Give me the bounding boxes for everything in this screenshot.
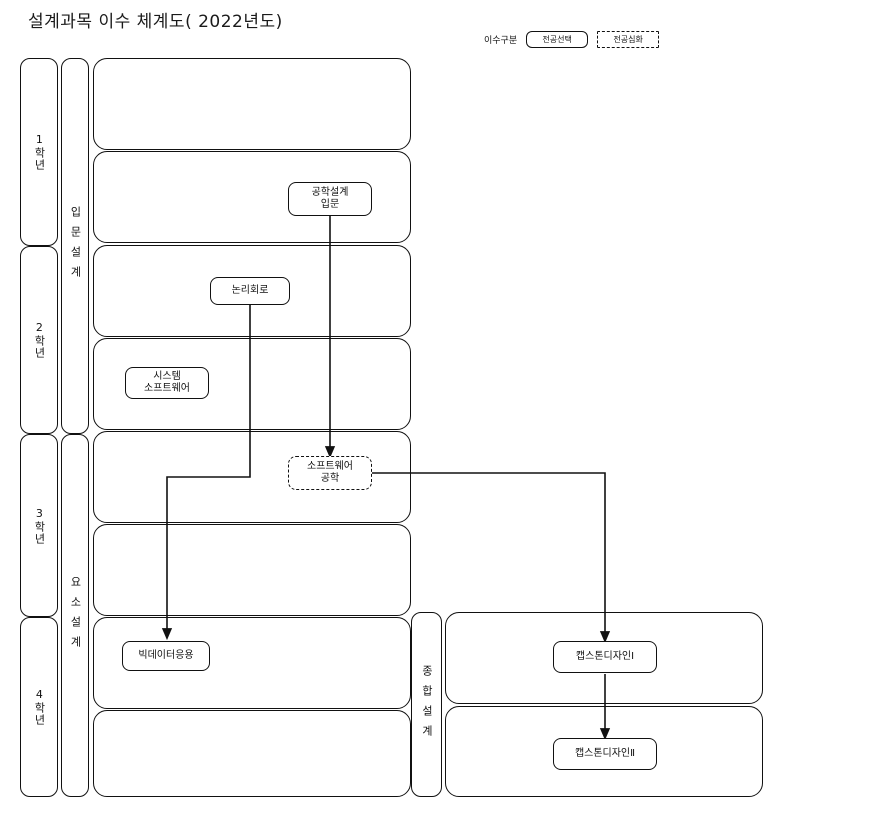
semester-row-6 <box>93 524 411 616</box>
year-label-3: 3학년 <box>32 506 46 545</box>
legend: 이수구분 전공선택 전공심화 <box>484 31 660 48</box>
year-cell-4: 4학년 <box>20 617 58 797</box>
stage-cell-element-design: 요소설계 <box>61 434 89 797</box>
course-node-engineering-design-introduction[interactable]: 공학설계 입문 <box>288 182 372 216</box>
course-node-bigdata-application[interactable]: 빅데이터응용 <box>122 641 210 671</box>
year-cell-2: 2학년 <box>20 246 58 434</box>
stage-label-introductory-design: 입문설계 <box>68 206 82 286</box>
stage-cell-comprehensive-design: 종합설계 <box>411 612 442 797</box>
semester-row-8 <box>93 710 411 797</box>
semester-row-3 <box>93 245 411 337</box>
stage-label-comprehensive-design: 종합설계 <box>420 664 434 745</box>
course-node-software-engineering[interactable]: 소프트웨어 공학 <box>288 456 372 490</box>
legend-chip-major-elective: 전공선택 <box>526 31 589 48</box>
semester-row-1 <box>93 58 411 150</box>
year-label-4: 4학년 <box>32 688 46 726</box>
year-label-2: 2학년 <box>32 321 46 359</box>
page-title: 설계과목 이수 체계도( 2022년도) <box>28 12 283 32</box>
semester-row-7 <box>93 617 411 709</box>
semester-row-2 <box>93 151 411 243</box>
legend-label: 이수구분 <box>484 36 518 46</box>
course-node-capstone-design-2[interactable]: 캡스톤디자인Ⅱ <box>553 738 657 770</box>
semester-row-8-comprehensive <box>445 706 763 797</box>
year-cell-1: 1학년 <box>20 58 58 246</box>
stage-cell-introductory-design: 입문설계 <box>61 58 89 434</box>
course-node-capstone-design-1[interactable]: 캡스톤디자인Ⅰ <box>553 641 657 673</box>
year-cell-3: 3학년 <box>20 434 58 617</box>
course-node-system-software[interactable]: 시스템 소프트웨어 <box>125 367 209 399</box>
legend-chip-major-advanced: 전공심화 <box>597 31 660 48</box>
stage-label-element-design: 요소설계 <box>68 575 82 656</box>
year-label-1: 1학년 <box>32 133 46 171</box>
course-node-logic-circuits[interactable]: 논리회로 <box>210 277 290 305</box>
semester-row-4 <box>93 338 411 430</box>
